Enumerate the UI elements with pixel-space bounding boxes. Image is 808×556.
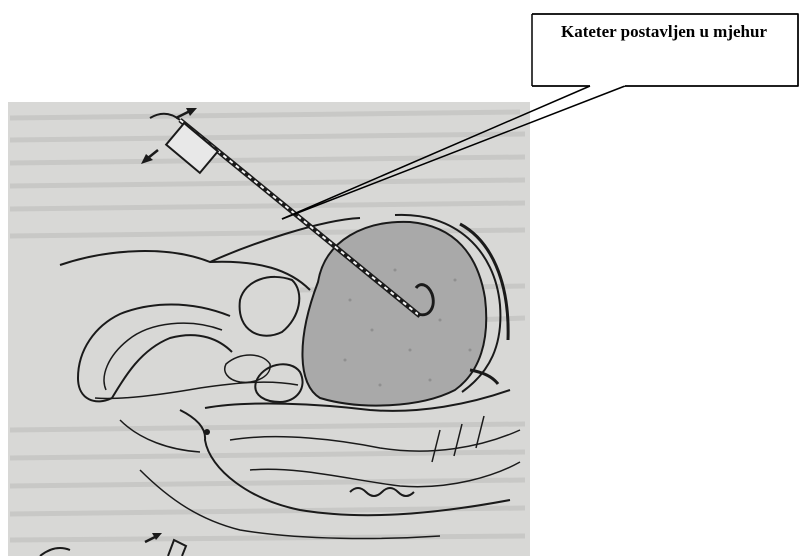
bladder: [302, 222, 486, 406]
penis-inner: [104, 323, 222, 390]
abdominal-wall-inner: [210, 262, 310, 290]
seminal-vesicle: [225, 355, 270, 382]
catheter-insertion-sleeve: [166, 123, 218, 173]
bottom-left-curve: [40, 548, 70, 556]
urethra: [95, 382, 298, 398]
callout-pointer: [282, 86, 625, 219]
pubic-bone: [240, 277, 300, 336]
rectum-wave: [350, 488, 414, 496]
callout-label: Kateter postavljen u mjehur: [536, 20, 792, 43]
lower-left-contour: [120, 420, 200, 452]
sphincter-dot: [204, 429, 210, 435]
bottom-instrument: [168, 540, 186, 556]
abdominal-wall: [60, 218, 360, 265]
